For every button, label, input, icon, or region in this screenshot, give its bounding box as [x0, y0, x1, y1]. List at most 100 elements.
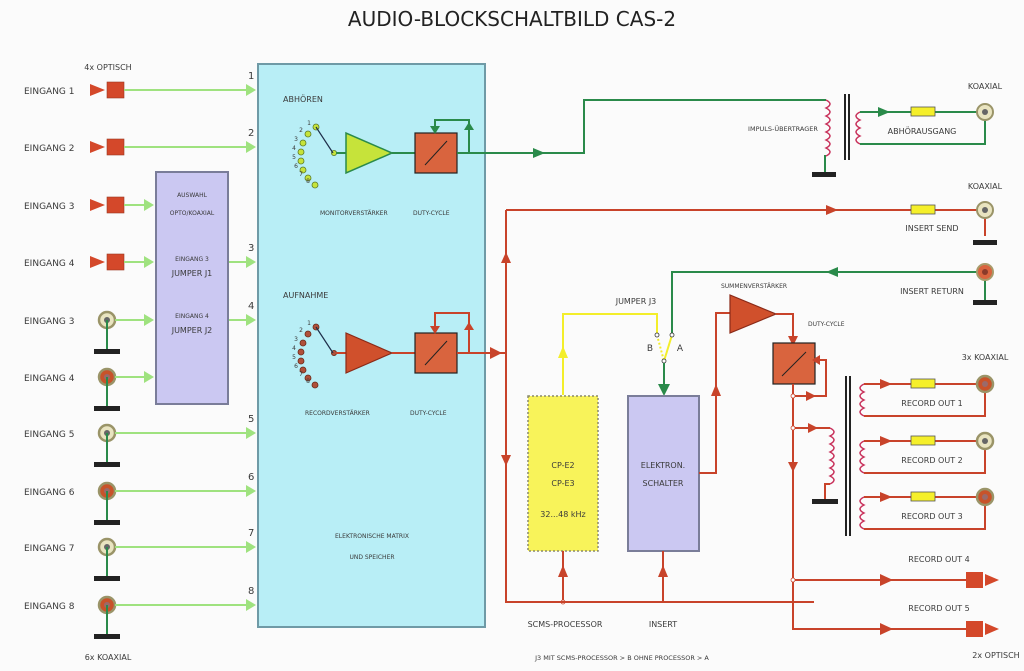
transformer-primary-coil	[824, 99, 831, 157]
processor-caption: SCMS-PROCESSOR	[528, 620, 603, 629]
insert-send-coax-jack[interactable]	[976, 201, 994, 219]
switch-position[interactable]	[304, 174, 312, 182]
processor-to-jumper-path	[562, 313, 658, 395]
processor-line2: CP-E3	[551, 479, 574, 488]
ground-icon	[94, 634, 120, 639]
resistor-icon	[910, 106, 936, 117]
jumper2-input: EINGANG 4	[175, 313, 209, 320]
jumper3-link[interactable]	[656, 334, 665, 362]
matrix-footer-1: ELEKTRONISCHE MATRIX	[335, 533, 409, 540]
record-output-label: RECORD OUT 3	[901, 512, 962, 521]
optical-group-label: 4x OPTISCH	[84, 63, 131, 72]
input-row: EINGANG 4	[24, 253, 154, 271]
insert-return-label: INSERT RETURN	[900, 287, 964, 296]
optical-input-connector[interactable]	[90, 196, 125, 214]
ground-icon	[94, 576, 120, 581]
switch-position-number: 8	[306, 178, 310, 185]
ground-icon	[94, 462, 120, 467]
switch-position-number: 4	[292, 345, 296, 352]
record-optical-group-label: 2x OPTISCH	[972, 651, 1019, 660]
footnote: J3 MIT SCMS-PROCESSOR > B OHNE PROCESSOR…	[534, 654, 709, 662]
monitor-amplifier-icon	[345, 131, 394, 175]
record-output-row: RECORD OUT 4	[790, 555, 999, 588]
record-output-label: RECORD OUT 1	[901, 399, 962, 408]
switch-position[interactable]	[297, 348, 305, 356]
resistor-icon	[910, 491, 936, 502]
record-out-coax-jack[interactable]	[975, 374, 995, 394]
scms-processor-block	[527, 395, 599, 552]
coaxial-group-label: 6x KOAXIAL	[85, 653, 132, 662]
insert-return-coax-jack[interactable]	[976, 263, 994, 281]
resistor-icon	[910, 435, 936, 446]
switch-position[interactable]	[304, 374, 312, 382]
channel-number: 4	[248, 301, 254, 312]
switch-position[interactable]	[299, 166, 307, 174]
switch-position[interactable]	[297, 148, 305, 156]
channel-number: 2	[248, 128, 254, 139]
record-out-optical-connector[interactable]	[966, 621, 999, 637]
monitor-output-label: ABHÖRAUSGANG	[888, 126, 957, 136]
optical-input-connector[interactable]	[90, 138, 125, 156]
record-output-label: RECORD OUT 4	[908, 555, 969, 564]
channel-number: 1	[248, 71, 254, 82]
ground-icon	[973, 300, 997, 305]
record-transformer-primary	[828, 427, 835, 485]
input-label: EINGANG 8	[24, 602, 75, 612]
switch-position[interactable]	[297, 157, 305, 165]
monitor-output-coax-jack[interactable]	[976, 103, 994, 121]
switch-position-number: 3	[294, 336, 298, 343]
channel-number: 5	[248, 414, 254, 425]
switch-line1: ELEKTRON.	[641, 461, 685, 470]
record-out-coax-jack[interactable]	[975, 487, 995, 507]
record-output-row: RECORD OUT 1	[859, 374, 995, 417]
switch-position[interactable]	[304, 130, 312, 138]
optical-input-connector[interactable]	[90, 253, 125, 271]
record-optical-outputs: RECORD OUT 4 RECORD OUT 5	[790, 555, 999, 637]
record-out-optical-connector[interactable]	[966, 572, 999, 588]
resistor-icon	[910, 378, 936, 389]
record-output-label: RECORD OUT 5	[908, 604, 969, 613]
channel-number: 7	[248, 528, 254, 539]
jumper1-input: EINGANG 3	[175, 256, 209, 263]
sum-amp-label: SUMMENVERSTÄRKER	[721, 283, 787, 290]
switch-position[interactable]	[297, 357, 305, 365]
input-label: EINGANG 1	[24, 87, 75, 97]
monitor-section-label: ABHÖREN	[283, 94, 323, 104]
switch-position-number: 1	[307, 320, 311, 327]
record-output-row: RECORD OUT 3	[859, 487, 995, 530]
selector-output: 3	[229, 243, 256, 268]
ground-icon	[973, 240, 997, 245]
input-label: EINGANG 4	[24, 374, 75, 384]
optical-input-connector[interactable]	[90, 81, 125, 99]
ground-icon	[94, 349, 120, 354]
transformer-label: IMPULS-ÜBERTRAGER	[748, 124, 818, 133]
sum-duty-label: DUTY-CYCLE	[808, 321, 845, 328]
processor-line1: CP-E2	[551, 461, 574, 470]
switch-position-number: 8	[306, 378, 310, 385]
insert-send-label: INSERT SEND	[905, 224, 958, 233]
record-out-coax-jack[interactable]	[975, 431, 995, 451]
switch-position-number: 1	[307, 120, 311, 127]
input-label: EINGANG 7	[24, 544, 75, 554]
switch-position[interactable]	[299, 339, 307, 347]
input-label: EINGANG 6	[24, 488, 75, 498]
selector-block	[155, 171, 229, 405]
switch-position-number: 2	[299, 127, 303, 134]
switch-position[interactable]	[304, 330, 312, 338]
input-row: EINGANG 22	[24, 128, 256, 156]
record-output-label: RECORD OUT 2	[901, 456, 962, 465]
ground-icon	[812, 499, 838, 504]
input-label: EINGANG 4	[24, 259, 75, 269]
monitor-connector-label: KOAXIAL	[968, 82, 1003, 91]
record-section-label: AUFNAHME	[283, 291, 328, 300]
switch-position[interactable]	[311, 181, 319, 189]
electronic-switch-block	[627, 395, 700, 552]
switch-position[interactable]	[299, 139, 307, 147]
switch-position[interactable]	[311, 381, 319, 389]
jumper3-pos-b: B	[647, 344, 653, 354]
switch-position[interactable]	[299, 366, 307, 374]
matrix-footer-2: UND SPEICHER	[349, 554, 394, 561]
